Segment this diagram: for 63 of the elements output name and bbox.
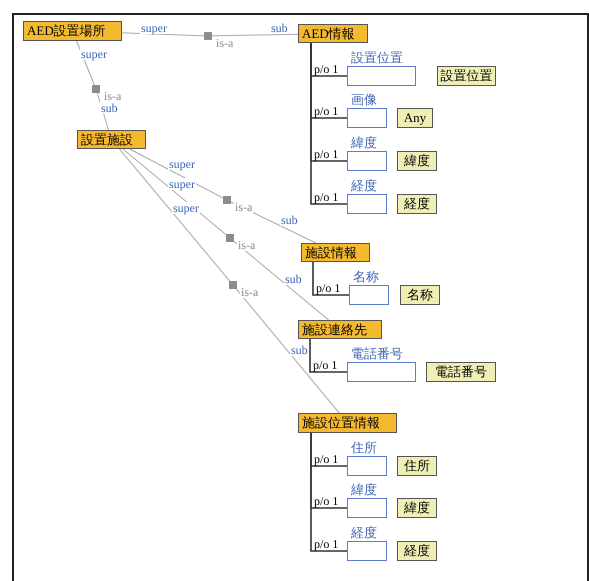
class-box: AED情報: [298, 24, 368, 43]
class-box: AED設置場所: [23, 21, 122, 41]
is-a-line: [129, 148, 224, 198]
is-a-line: [212, 34, 298, 36]
slot-label: 住所: [351, 441, 377, 455]
value-box: 緯度: [397, 498, 437, 518]
is-a-line: [118, 148, 230, 282]
edge-label: p/o 1: [312, 359, 338, 371]
part-of-line: [310, 43, 347, 205]
value-box: 経度: [397, 194, 437, 214]
slot-label: 画像: [351, 93, 377, 107]
part-of-line: [312, 262, 349, 296]
isa-label: is-a: [237, 239, 256, 251]
is-a-line: [236, 288, 340, 414]
value-box: 経度: [397, 541, 437, 561]
edge-label: sub: [284, 273, 303, 285]
edge-label: super: [172, 202, 200, 214]
value-box: 設置位置: [437, 66, 496, 86]
isa-label: is-a: [215, 37, 234, 49]
class-box: 施設位置情報: [298, 413, 397, 433]
edge-label: p/o 1: [313, 538, 340, 550]
value-box: 住所: [397, 456, 437, 476]
class-box: 設置施設: [77, 130, 146, 149]
edge-label: sub: [270, 22, 289, 34]
part-of-line: [310, 433, 347, 552]
edge-label: sub: [290, 344, 309, 356]
edge-label: p/o 1: [313, 148, 340, 160]
is-a-line: [122, 148, 226, 236]
is-a-line: [122, 32, 204, 36]
value-box: Any: [397, 108, 433, 128]
isa-square: [229, 281, 237, 289]
slot-label: 設置位置: [351, 51, 403, 65]
edge-label: p/o 1: [313, 63, 340, 75]
value-box: 緯度: [397, 151, 437, 171]
isa-label: is-a: [240, 286, 260, 298]
isa-square: [223, 196, 231, 204]
isa-square: [226, 234, 234, 242]
slot-label: 緯度: [351, 483, 377, 497]
slot-label: 経度: [351, 179, 377, 193]
slot-label: 緯度: [351, 136, 377, 150]
is-a-line: [234, 240, 330, 320]
edge-label: p/o 1: [315, 282, 342, 294]
part-of-line: [309, 339, 347, 373]
edge-label: p/o 1: [313, 495, 340, 507]
edge-label: sub: [100, 102, 119, 114]
class-box: 施設情報: [301, 243, 370, 262]
isa-label: is-a: [234, 201, 254, 213]
edge-label: p/o 1: [313, 191, 340, 203]
slot-label: 電話番号: [351, 347, 403, 361]
isa-square: [204, 32, 212, 40]
slot-label: 経度: [351, 526, 377, 540]
class-box: 施設連絡先: [298, 320, 382, 339]
isa-label: is-a: [103, 90, 122, 102]
is-a-line: [230, 201, 316, 244]
edge-label: super: [80, 48, 108, 60]
isa-square: [92, 85, 100, 93]
slot-label: 名称: [353, 270, 379, 284]
edge-label: p/o 1: [313, 453, 340, 465]
value-box: 電話番号: [426, 362, 496, 382]
value-box: 名称: [400, 285, 440, 305]
edge-label: p/o 1: [313, 105, 340, 117]
edge-label: super: [168, 178, 196, 190]
edge-label: sub: [280, 214, 299, 226]
